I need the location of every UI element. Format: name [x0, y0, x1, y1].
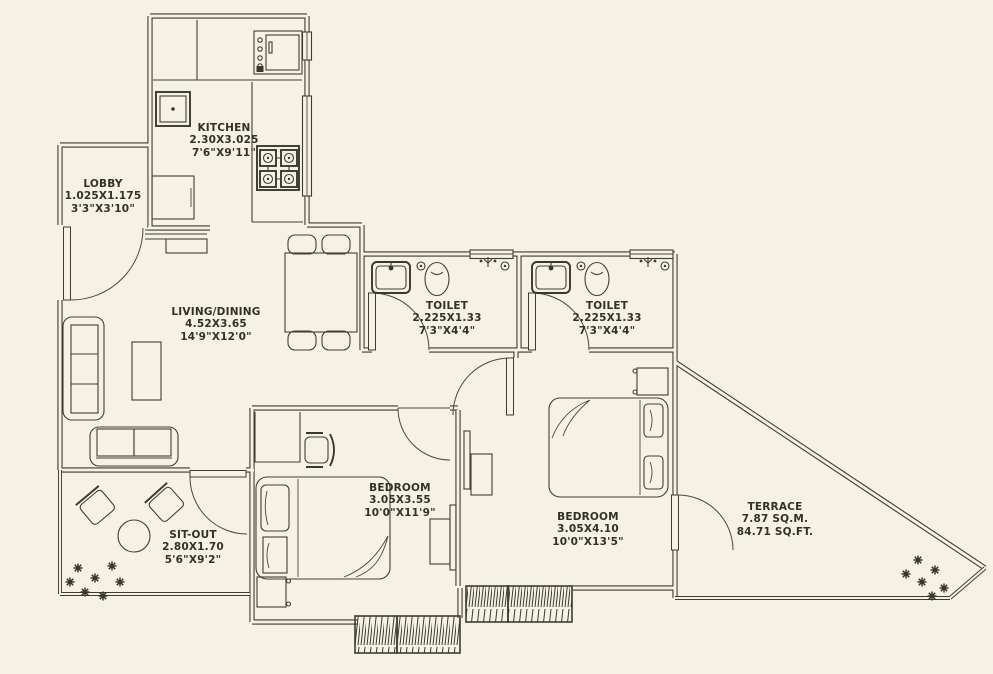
kitchen-counter [145, 20, 303, 254]
bedroom2-tv-unit-icon [463, 430, 493, 496]
room-name: BEDROOM [557, 511, 619, 523]
room-dim-imperial: 10'0"X13'5" [552, 535, 624, 548]
bedroom1-desk-icon [254, 412, 301, 463]
sitout-table-icon [117, 519, 151, 553]
sofa-three-seater-icon [62, 316, 105, 421]
room-name: SIT-OUT [169, 529, 217, 541]
room-label-toilet-2: TOILET 2.225X1.33 7'3"X4'4" [572, 300, 641, 337]
room-label-lobby: LOBBY 1.025X1.175 3'3"X3'10" [65, 178, 142, 215]
room-dim-metric: 1.025X1.175 [64, 190, 142, 203]
room-dim-imperial: 3'3"X3'10" [70, 202, 135, 215]
room-dim-imperial: 14'9"X12'0" [180, 330, 252, 343]
bedroom1-tv-unit-icon [429, 504, 457, 571]
bedroom1-cabinet-icon [256, 576, 292, 608]
bedroom2-door-leaf [506, 357, 514, 416]
room-name: LOBBY [83, 178, 123, 190]
room-dim-metric: 7.87 SQ.M. [741, 513, 809, 526]
room-label-bedroom-1: BEDROOM 3.05X3.55 10'0"X11'9" [364, 482, 436, 519]
sitout-chair-icon [75, 485, 115, 525]
doors [63, 226, 734, 551]
room-name: LIVING/DINING [171, 306, 261, 318]
bedroom1-window-icon [354, 615, 461, 654]
bedroom1-chair-icon [304, 432, 335, 468]
room-dim-metric: 4.52X3.65 [185, 318, 247, 331]
stove-icon [256, 145, 300, 191]
room-name: KITCHEN [197, 122, 251, 134]
entrance-door-leaf [63, 226, 71, 301]
room-dim-metric: 3.05X3.55 [369, 494, 431, 507]
room-dim-metric: 2.225X1.33 [412, 312, 482, 325]
room-label-living-dining: LIVING/DINING 4.52X3.65 14'9"X12'0" [171, 306, 260, 343]
bedroom2-side-table-icon [632, 367, 669, 396]
room-label-toilet-1: TOILET 2.225X1.33 7'3"X4'4" [412, 300, 481, 337]
sitout-plant-icon [65, 561, 125, 601]
room-label-kitchen: KITCHEN 2.30X3.025 7'6"X9'11" [189, 122, 258, 159]
room-dim-imperial: 7'3"X4'4" [578, 324, 636, 337]
toilet1-fixtures [371, 257, 510, 297]
bedroom2-window-icon [465, 585, 573, 623]
shower-icon [639, 257, 657, 267]
bedroom2-bed-icon [548, 397, 669, 498]
room-dim-metric: 2.225X1.33 [572, 312, 642, 325]
windows [301, 31, 674, 260]
terrace-plant-icon [901, 555, 949, 601]
room-dim-metric: 3.05X4.10 [557, 523, 619, 536]
room-dim-metric: 2.80X1.70 [162, 541, 224, 554]
toilet1-door-leaf [368, 292, 376, 351]
room-dim-imperial: 84.71 SQ.FT. [736, 525, 814, 538]
room-name: TOILET [425, 300, 469, 312]
dining-set-icon [284, 234, 358, 351]
sofa-two-seater-icon [89, 426, 179, 467]
room-name: TERRACE [747, 501, 803, 513]
room-label-terrace: TERRACE 7.87 SQ.M. 84.71 SQ.FT. [737, 501, 813, 538]
room-label-sit-out: SIT-OUT 2.80X1.70 5'6"X9'2" [162, 529, 224, 566]
sitout-door-leaf [189, 470, 247, 478]
walls [57, 13, 987, 625]
room-dim-imperial: 7'6"X9'11" [192, 146, 256, 159]
shower-icon [479, 257, 497, 267]
room-name: TOILET [585, 300, 629, 312]
sitout-chair-icon [144, 482, 185, 522]
kitchen-sink-icon [155, 91, 191, 127]
bedroom1-bed-icon [255, 476, 391, 580]
terrace-door-leaf [671, 494, 679, 551]
room-dim-imperial: 5'6"X9'2" [164, 553, 222, 566]
room-dim-imperial: 7'3"X4'4" [418, 324, 476, 337]
railings [58, 470, 987, 600]
oven-icon [253, 30, 303, 75]
coffee-table-icon [131, 341, 162, 401]
room-label-bedroom-2: BEDROOM 3.05X4.10 10'0"X13'5" [552, 511, 624, 548]
toilet2-fixtures [531, 257, 670, 297]
toilet2-door-leaf [528, 292, 536, 351]
room-dim-metric: 2.30X3.025 [189, 134, 259, 147]
room-name: BEDROOM [369, 482, 431, 494]
room-dim-imperial: 10'0"X11'9" [364, 506, 436, 519]
